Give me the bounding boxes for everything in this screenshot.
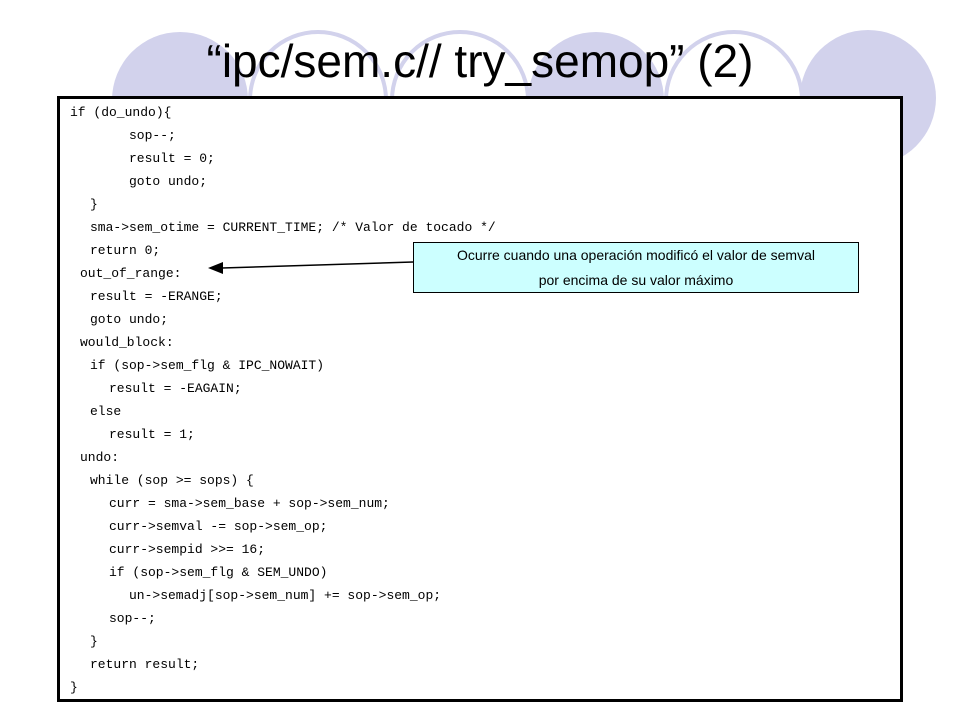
code-line: goto undo; (90, 312, 169, 327)
code-line: sop--; (109, 611, 156, 626)
callout-line: Ocurre cuando una operación modificó el … (457, 247, 815, 263)
code-line: result = 1; (109, 427, 195, 442)
code-line: would_block: (80, 335, 174, 350)
code-line: curr = sma->sem_base + sop->sem_num; (109, 496, 390, 511)
code-line: curr->sempid >>= 16; (109, 542, 266, 557)
code-line: result = -ERANGE; (90, 289, 223, 304)
code-line: curr->semval -= sop->sem_op; (109, 519, 328, 534)
code-line: out_of_range: (80, 266, 182, 281)
code-line: return result; (90, 657, 200, 672)
slide-title: “ipc/sem.c// try_semop” (2) (206, 35, 754, 87)
code-line: result = -EAGAIN; (109, 381, 242, 396)
code-line: result = 0; (129, 151, 215, 166)
code-block: if (do_undo){ sop--; result = 0; goto un… (57, 96, 903, 702)
code-line: sop--; (129, 128, 176, 143)
code-line: } (90, 197, 98, 212)
code-line: sma->sem_otime = CURRENT_TIME; /* Valor … (90, 220, 496, 235)
code-line: undo: (80, 450, 120, 465)
callout-note: Ocurre cuando una operación modificó el … (413, 242, 859, 293)
callout-line: por encima de su valor máximo (538, 272, 734, 288)
code-line: goto undo; (129, 174, 208, 189)
code-line: } (90, 634, 98, 649)
code-line: else (90, 404, 122, 419)
code-line: if (sop->sem_flg & IPC_NOWAIT) (90, 358, 325, 373)
code-line: while (sop >= sops) { (90, 473, 254, 488)
code-line: if (do_undo){ (70, 105, 172, 120)
code-line: return 0; (90, 243, 161, 258)
code-line: } (70, 680, 78, 695)
code-line: if (sop->sem_flg & SEM_UNDO) (109, 565, 328, 580)
code-line: un->semadj[sop->sem_num] += sop->sem_op; (129, 588, 442, 603)
